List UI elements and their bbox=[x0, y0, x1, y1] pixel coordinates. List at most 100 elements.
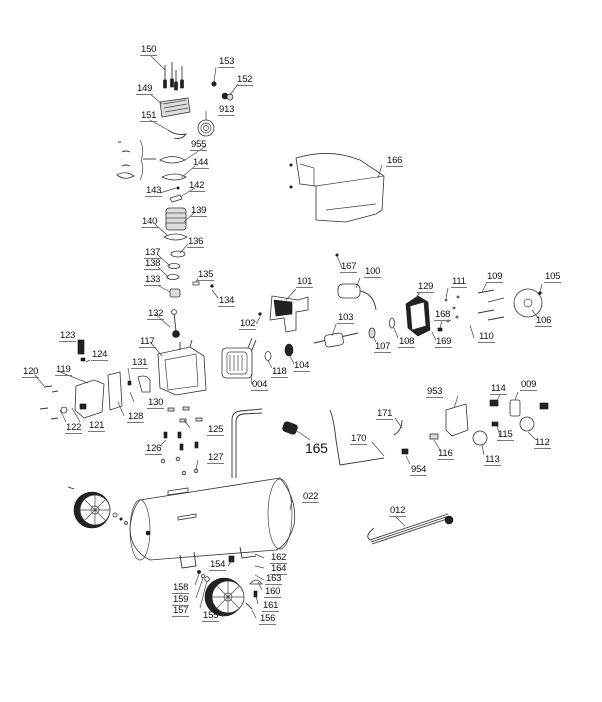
part-118-ring bbox=[264, 351, 272, 361]
label-160: 160 bbox=[264, 586, 282, 598]
label-155: 155 bbox=[202, 610, 220, 622]
label-110: 110 bbox=[478, 331, 495, 343]
part-152-fitting bbox=[221, 92, 234, 101]
label-004: 004 bbox=[251, 379, 269, 391]
part-140-gasket bbox=[163, 233, 188, 241]
part-103-rotor bbox=[313, 332, 359, 348]
part-105-screw bbox=[538, 291, 542, 295]
part-handle bbox=[231, 408, 263, 478]
label-105: 105 bbox=[544, 271, 562, 283]
label-151: 151 bbox=[140, 110, 158, 122]
label-123: 123 bbox=[59, 330, 77, 342]
part-138-ring bbox=[166, 274, 180, 280]
part-151-bracket bbox=[167, 129, 187, 139]
part-126-bolts bbox=[163, 431, 199, 451]
label-112: 112 bbox=[534, 437, 551, 449]
part-112-gauge bbox=[519, 416, 535, 432]
part-139-cylinder bbox=[165, 207, 187, 231]
label-115: 115 bbox=[497, 429, 514, 441]
part-168-screws bbox=[437, 327, 443, 332]
label-152: 152 bbox=[236, 74, 254, 86]
label-955: 955 bbox=[190, 139, 208, 151]
part-123-filter bbox=[77, 339, 85, 355]
label-139: 139 bbox=[190, 205, 208, 217]
label-129: 129 bbox=[417, 281, 435, 293]
part-134-screw bbox=[210, 284, 214, 288]
part-143-pin bbox=[176, 186, 180, 190]
label-108: 108 bbox=[398, 336, 416, 348]
label-165: 165 bbox=[305, 440, 328, 456]
label-101: 101 bbox=[296, 276, 314, 288]
label-100: 100 bbox=[364, 266, 382, 278]
label-109: 109 bbox=[486, 271, 504, 283]
label-140: 140 bbox=[141, 216, 159, 228]
part-155-wheel bbox=[204, 577, 245, 617]
label-127: 127 bbox=[207, 452, 225, 464]
part-101-motor-end bbox=[269, 295, 309, 333]
label-169: 169 bbox=[435, 336, 453, 348]
label-143: 143 bbox=[145, 185, 163, 197]
part-157-washer bbox=[204, 576, 210, 582]
part-171-pipe bbox=[393, 419, 403, 436]
label-162: 162 bbox=[270, 552, 288, 564]
leader-lines bbox=[34, 54, 543, 619]
label-133: 133 bbox=[144, 274, 162, 286]
part-156-axle bbox=[245, 602, 253, 610]
label-107: 107 bbox=[374, 341, 392, 353]
part-150-bolts bbox=[163, 62, 184, 91]
part-109-bolts bbox=[477, 289, 505, 321]
label-136: 136 bbox=[187, 236, 205, 248]
part-160-foot bbox=[249, 579, 263, 585]
part-130-eccentric bbox=[137, 375, 151, 393]
part-115-fitting bbox=[491, 421, 499, 427]
label-119: 119 bbox=[55, 364, 72, 376]
part-102-screw bbox=[258, 312, 262, 316]
label-117: 117 bbox=[139, 336, 156, 348]
label-170: 170 bbox=[350, 433, 368, 445]
part-131-key bbox=[127, 380, 132, 386]
label-132: 132 bbox=[147, 308, 165, 320]
part-133-piston bbox=[169, 288, 181, 298]
label-156: 156 bbox=[259, 613, 277, 625]
label-104: 104 bbox=[293, 360, 311, 372]
part-167-screw bbox=[335, 253, 339, 257]
label-120: 120 bbox=[22, 366, 40, 378]
part-153-nut bbox=[211, 81, 217, 87]
part-166-shroud bbox=[295, 153, 385, 223]
part-154-block bbox=[228, 555, 235, 563]
part-012-power-cord bbox=[367, 513, 454, 545]
part-120-screws bbox=[39, 385, 59, 420]
part-wheel-left bbox=[67, 486, 128, 529]
part-113-gauge bbox=[472, 430, 488, 446]
label-150: 150 bbox=[140, 44, 158, 56]
part-108-ring bbox=[389, 317, 395, 329]
label-113: 113 bbox=[484, 454, 501, 466]
label-103: 103 bbox=[337, 312, 355, 324]
label-913: 913 bbox=[218, 104, 236, 116]
label-125: 125 bbox=[207, 424, 225, 436]
part-159-washer bbox=[201, 574, 205, 578]
part-125-plates bbox=[167, 406, 203, 423]
label-153: 153 bbox=[218, 56, 236, 68]
part-124-screw bbox=[80, 357, 86, 362]
part-127-nuts bbox=[160, 456, 199, 476]
part-119-crank-cover bbox=[74, 379, 105, 419]
label-122: 122 bbox=[65, 422, 83, 434]
label-144: 144 bbox=[192, 157, 210, 169]
part-161-bolt bbox=[253, 590, 258, 598]
label-157: 157 bbox=[172, 605, 190, 617]
label-166: 166 bbox=[386, 155, 404, 167]
label-121: 121 bbox=[88, 420, 106, 432]
label-161: 161 bbox=[262, 600, 280, 612]
label-116: 116 bbox=[437, 448, 454, 460]
label-171: 171 bbox=[376, 408, 394, 420]
part-128-gasket bbox=[107, 371, 123, 411]
label-009: 009 bbox=[520, 379, 538, 391]
label-106: 106 bbox=[535, 315, 553, 327]
label-953: 953 bbox=[426, 386, 444, 398]
part-117-crankcase bbox=[157, 339, 207, 396]
part-149-cylinder-head bbox=[159, 97, 191, 118]
label-158: 158 bbox=[172, 582, 190, 594]
label-134: 134 bbox=[218, 295, 236, 307]
